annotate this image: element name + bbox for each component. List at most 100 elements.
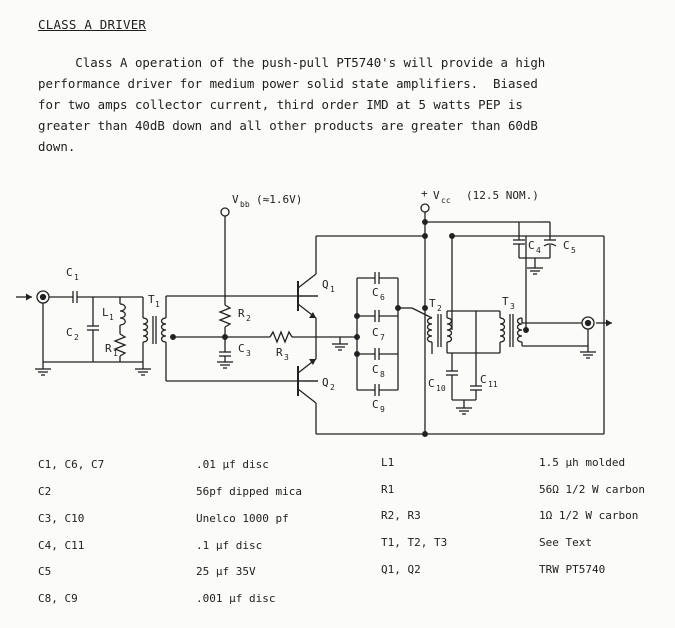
resistor-r2 xyxy=(218,304,232,328)
capacitor-c6 xyxy=(357,272,398,284)
part-value: TRW PT5740 xyxy=(539,563,606,576)
label-c3-sub: 3 xyxy=(246,349,251,358)
vbb-sub: bb xyxy=(240,200,250,209)
part-ref: C2 xyxy=(38,485,52,498)
part-value: 25 µf 35V xyxy=(196,565,256,578)
paragraph-line: for two amps collector current, third or… xyxy=(38,97,523,112)
label-c1: C xyxy=(66,266,73,279)
part-ref: C5 xyxy=(38,565,52,578)
part-ref: L1 xyxy=(381,456,395,469)
ground-symbol xyxy=(527,267,543,275)
ground-symbol xyxy=(217,361,233,369)
output-arrow xyxy=(596,319,612,327)
label-c7-sub: 7 xyxy=(380,333,385,342)
section-title: CLASS A DRIVER xyxy=(38,17,147,32)
capacitor-c3 xyxy=(219,351,231,357)
transformer-t3-secondary xyxy=(516,317,523,343)
label-t1-sub: 1 xyxy=(155,300,160,309)
label-r2: R xyxy=(238,307,245,320)
part-ref: R1 xyxy=(381,483,395,496)
transformer-t3-primary xyxy=(499,317,506,343)
circuit-schematic: C 1 C 2 L 1 R 1 T 1 xyxy=(16,187,612,437)
ground-symbol xyxy=(456,407,472,415)
label-c8: C xyxy=(372,363,379,376)
label-l1: L xyxy=(102,306,109,319)
part-ref: C3, C10 xyxy=(38,512,85,525)
output-connector xyxy=(581,316,595,330)
capacitor-c8 xyxy=(357,348,398,360)
vcc-terminal xyxy=(420,203,430,213)
capacitor-c10 xyxy=(446,370,458,376)
part-value: .1 µf disc xyxy=(196,539,263,552)
ground-symbol xyxy=(135,362,151,376)
description-paragraph: Class A operation of the push-pull PT574… xyxy=(38,52,638,157)
part-value: 56Ω 1/2 W carbon xyxy=(539,483,645,496)
label-r3: R xyxy=(276,346,283,359)
capacitor-c7 xyxy=(357,310,398,322)
capacitor-c5 xyxy=(543,239,557,247)
paragraph-line: down. xyxy=(38,139,76,154)
ground-symbol xyxy=(580,351,596,359)
label-r2-sub: 2 xyxy=(246,314,251,323)
label-q1: Q xyxy=(322,278,329,291)
label-c5: C xyxy=(563,239,570,252)
label-c2-sub: 2 xyxy=(74,333,79,342)
part-ref: R2, R3 xyxy=(381,509,421,522)
vbb-terminal xyxy=(220,207,230,217)
capacitor-c9 xyxy=(357,384,398,396)
resistor-r1 xyxy=(113,333,127,357)
vcc-plus: + xyxy=(421,187,428,200)
transformer-t1-secondary xyxy=(160,317,167,343)
label-r3-sub: 3 xyxy=(284,353,289,362)
capacitor-c4 xyxy=(513,239,525,245)
label-c11-sub: 11 xyxy=(488,380,498,389)
part-ref: C8, C9 xyxy=(38,592,78,605)
label-t2-sub: 2 xyxy=(437,304,442,313)
part-ref: C4, C11 xyxy=(38,539,85,552)
resistor-r3 xyxy=(269,330,293,344)
capacitor-c2 xyxy=(87,325,99,331)
part-value: 56pf dipped mica xyxy=(196,485,302,498)
paragraph-line: greater than 40dB down and all other pro… xyxy=(38,118,538,133)
transistor-q1 xyxy=(297,273,318,319)
capacitor-c1 xyxy=(72,291,78,303)
transformer-t1-primary xyxy=(142,317,149,343)
part-value: See Text xyxy=(539,536,592,549)
label-t1: T xyxy=(148,293,155,306)
inductor-l1 xyxy=(119,303,126,326)
transformer-t2-primary xyxy=(426,317,433,343)
vcc-value: (12.5 NOM.) xyxy=(466,189,539,202)
label-c6-sub: 6 xyxy=(380,293,385,302)
label-l1-sub: 1 xyxy=(109,313,114,322)
part-value: .01 µf disc xyxy=(196,458,269,471)
label-c7: C xyxy=(372,326,379,339)
label-q1-sub: 1 xyxy=(330,285,335,294)
label-c2: C xyxy=(66,326,73,339)
vbb-label: V xyxy=(232,193,239,206)
part-value: .001 µf disc xyxy=(196,592,276,605)
vbb-value: (≈1.6V) xyxy=(256,193,302,206)
input-arrow xyxy=(16,293,32,301)
label-c1-sub: 1 xyxy=(74,273,79,282)
vcc-label: V xyxy=(433,189,440,202)
label-t3-sub: 3 xyxy=(510,302,515,311)
paragraph-line: Class A operation of the push-pull PT574… xyxy=(38,55,546,70)
vcc-sub: cc xyxy=(441,196,451,205)
label-c4-sub: 4 xyxy=(536,246,541,255)
label-c9: C xyxy=(372,398,379,411)
label-r1: R xyxy=(105,342,112,355)
label-t3: T xyxy=(502,295,509,308)
label-c6: C xyxy=(372,286,379,299)
part-value: 1Ω 1/2 W carbon xyxy=(539,509,639,522)
label-c10-sub: 10 xyxy=(436,384,446,393)
label-r1-sub: 1 xyxy=(113,349,118,358)
transformer-t2-secondary xyxy=(446,317,453,343)
label-q2-sub: 2 xyxy=(330,383,335,392)
part-ref: Q1, Q2 xyxy=(381,563,421,576)
capacitor-c11 xyxy=(470,385,482,391)
transistor-q2 xyxy=(297,358,318,404)
part-ref: T1, T2, T3 xyxy=(381,536,448,549)
label-c3: C xyxy=(238,342,245,355)
input-connector xyxy=(36,290,50,304)
ground-symbol xyxy=(35,362,51,376)
